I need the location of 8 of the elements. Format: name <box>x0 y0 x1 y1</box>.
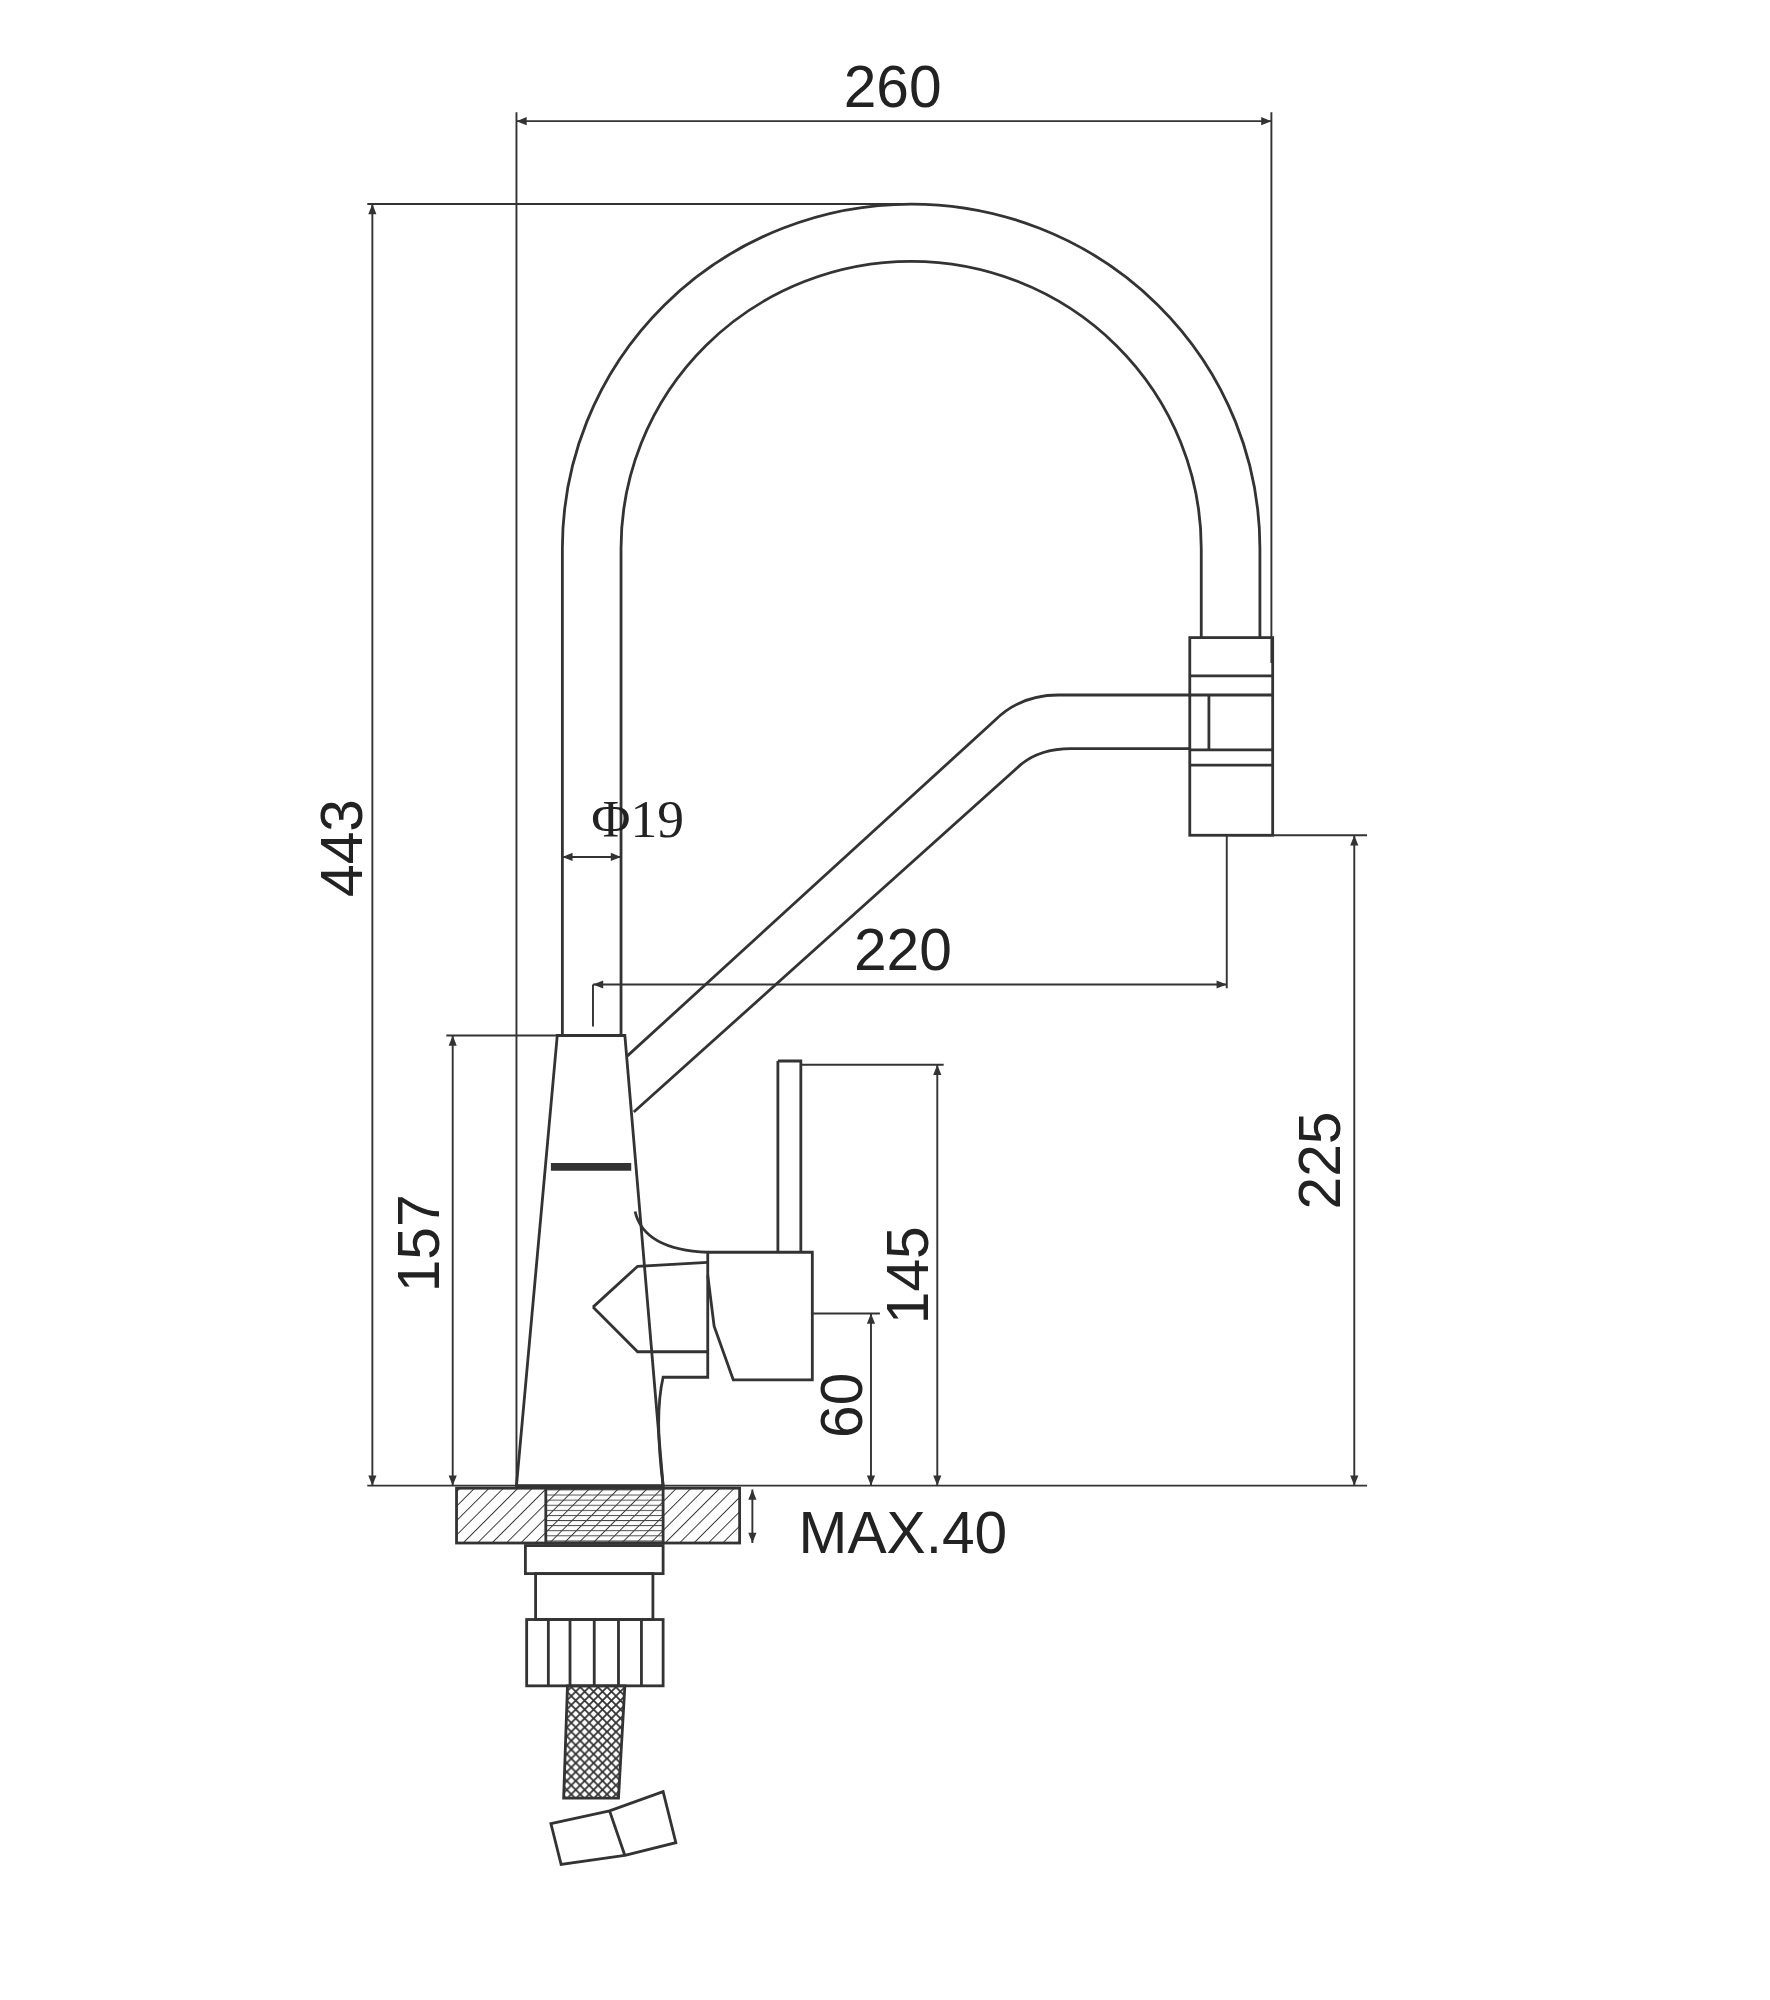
dimension-value: 157 <box>388 1194 448 1293</box>
dimension-value: 225 <box>1290 1111 1350 1210</box>
dimension-value: 145 <box>878 1226 938 1325</box>
dimension-value: 260 <box>843 57 942 117</box>
dimension-value: 220 <box>853 920 952 980</box>
dimension-value: MAX.40 <box>798 1503 1008 1563</box>
dimension-value: 60 <box>812 1372 871 1438</box>
dimension-value: 443 <box>312 799 372 897</box>
